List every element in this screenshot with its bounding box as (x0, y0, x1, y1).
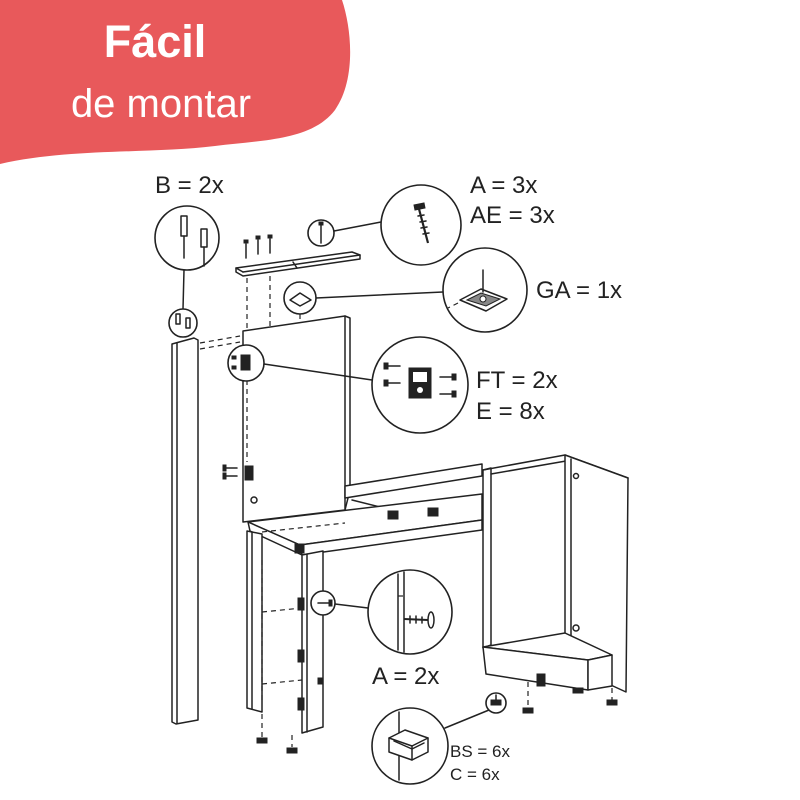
label-bs: BS = 6x (450, 742, 511, 761)
banner-blob (0, 0, 351, 164)
callout-ga: GA = 1x (283, 247, 622, 333)
mounting-plate-icon (447, 269, 508, 312)
banner: Fácil de montar (0, 0, 351, 164)
callout-a-top: A = 3x AE = 3x (307, 172, 555, 266)
label-ft: FT = 2x (476, 367, 558, 394)
label-e: E = 8x (476, 398, 545, 425)
banner-subtitle: de montar (71, 82, 251, 126)
screw-icon (383, 362, 457, 398)
callout-bs: BS = 6x C = 6x (371, 692, 511, 785)
desk-top (247, 493, 483, 556)
left-side-panel (171, 335, 241, 725)
upper-panel-fittings (222, 464, 258, 504)
top-shelf (235, 251, 361, 277)
callout-a-bottom: A = 2x (310, 569, 453, 690)
cam-fitting-icon (408, 367, 432, 399)
right-cabinet-plinth (482, 632, 613, 691)
dowel-icon (180, 215, 208, 267)
screw-icon (413, 202, 430, 244)
label-c: C = 6x (450, 765, 500, 784)
callout-b: B = 2x (154, 172, 224, 338)
left-pedestal-feet (256, 714, 298, 754)
screw-icon (403, 611, 435, 629)
right-cabinet-feet (522, 682, 618, 714)
label-ae: AE = 3x (470, 202, 555, 229)
banner-title: Fácil (104, 16, 207, 67)
label-ga: GA = 1x (536, 277, 622, 304)
left-pedestal (246, 530, 324, 734)
label-b: B = 2x (155, 172, 224, 199)
upper-panel (242, 276, 351, 523)
callout-ft: FT = 2x E = 8x (227, 336, 558, 434)
shelf-screws (243, 234, 273, 259)
foot-bracket-icon (388, 711, 429, 781)
label-a-top: A = 3x (470, 172, 537, 199)
label-a-bottom: A = 2x (372, 663, 439, 690)
